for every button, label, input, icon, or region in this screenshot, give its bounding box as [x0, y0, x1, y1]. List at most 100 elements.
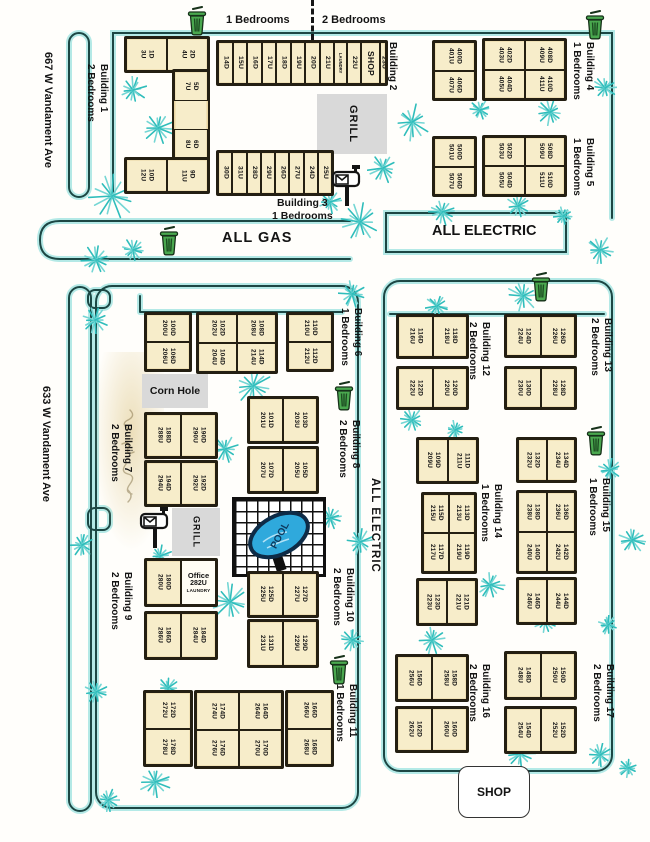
unit-downstairs: 5D [192, 81, 199, 91]
unit-downstairs: 140D [533, 543, 541, 561]
unit-upstairs: 218U [442, 328, 450, 345]
zone-label-1-bedrooms: 1 Bedrooms [226, 14, 290, 26]
unit-downstairs: 118D [450, 328, 458, 345]
building-name: Building 6 [352, 308, 363, 357]
unit-upstairs: 264U [253, 702, 261, 719]
unit-upstairs: 262U [407, 721, 415, 738]
unit-downstairs: 100D [169, 319, 176, 337]
unit-downstairs: 176D [218, 740, 226, 757]
grill-top-label: GRILL [346, 105, 359, 143]
unit-downstairs: 1D [147, 50, 155, 59]
unit-upstairs: 252U [550, 721, 558, 739]
unit-label: 21U [323, 56, 331, 70]
unit-downstairs: 134D [561, 451, 569, 469]
unit-upstairs: 286U [156, 627, 164, 644]
grill-area-mid: GRILL [172, 508, 220, 556]
unit-label: 14D [222, 56, 230, 70]
unit-upstairs: 232U [525, 451, 533, 469]
unit-downstairs: 158D [450, 669, 458, 687]
unit-upstairs: 206U [161, 347, 168, 365]
unit-downstairs: 510D [545, 172, 553, 189]
unit-upstairs: 210U [303, 319, 310, 337]
building-name: Building 16 [480, 664, 491, 718]
building-bedrooms: 2 Bedrooms [467, 664, 478, 722]
unit-upstairs: 276U [210, 740, 218, 757]
unit-upstairs: 202U [210, 320, 218, 337]
unit-upstairs: 228U [550, 379, 558, 397]
unit-downstairs: 109D [433, 452, 441, 469]
unit-downstairs: 168D [310, 738, 318, 755]
building-name: Building 5 [584, 138, 595, 187]
unit-downstairs: 120D [450, 379, 458, 397]
unit-upstairs: 256U [407, 669, 415, 687]
building-name: Building 13 [602, 318, 613, 372]
unit-upstairs: 209U [425, 452, 433, 469]
building-bedrooms: 2 Bedrooms [591, 664, 602, 722]
unit-upstairs: 270U [253, 740, 261, 757]
unit-upstairs: 505U [497, 172, 505, 189]
unit-downstairs: 400D [455, 48, 463, 65]
unit-label: 24D [307, 166, 315, 180]
trash-can-icon [158, 226, 180, 261]
building-name: Building 1 [98, 64, 109, 113]
unit-upstairs: 203U [293, 411, 300, 429]
unit-upstairs: 223U [425, 593, 433, 611]
building-name: Building 9 [122, 572, 133, 621]
unit-upstairs: 226U [550, 327, 558, 345]
building-name: Building 10 [344, 568, 355, 622]
unit-upstairs: 216U [408, 328, 416, 345]
building-bedrooms: 2 Bedrooms [85, 64, 96, 122]
unit-downstairs: 119D [463, 544, 470, 561]
unit-upstairs: 11U [180, 169, 188, 182]
unit-downstairs: 194D [164, 475, 172, 492]
unit-upstairs: 240U [525, 543, 533, 561]
unit-upstairs: 222U [408, 379, 416, 397]
